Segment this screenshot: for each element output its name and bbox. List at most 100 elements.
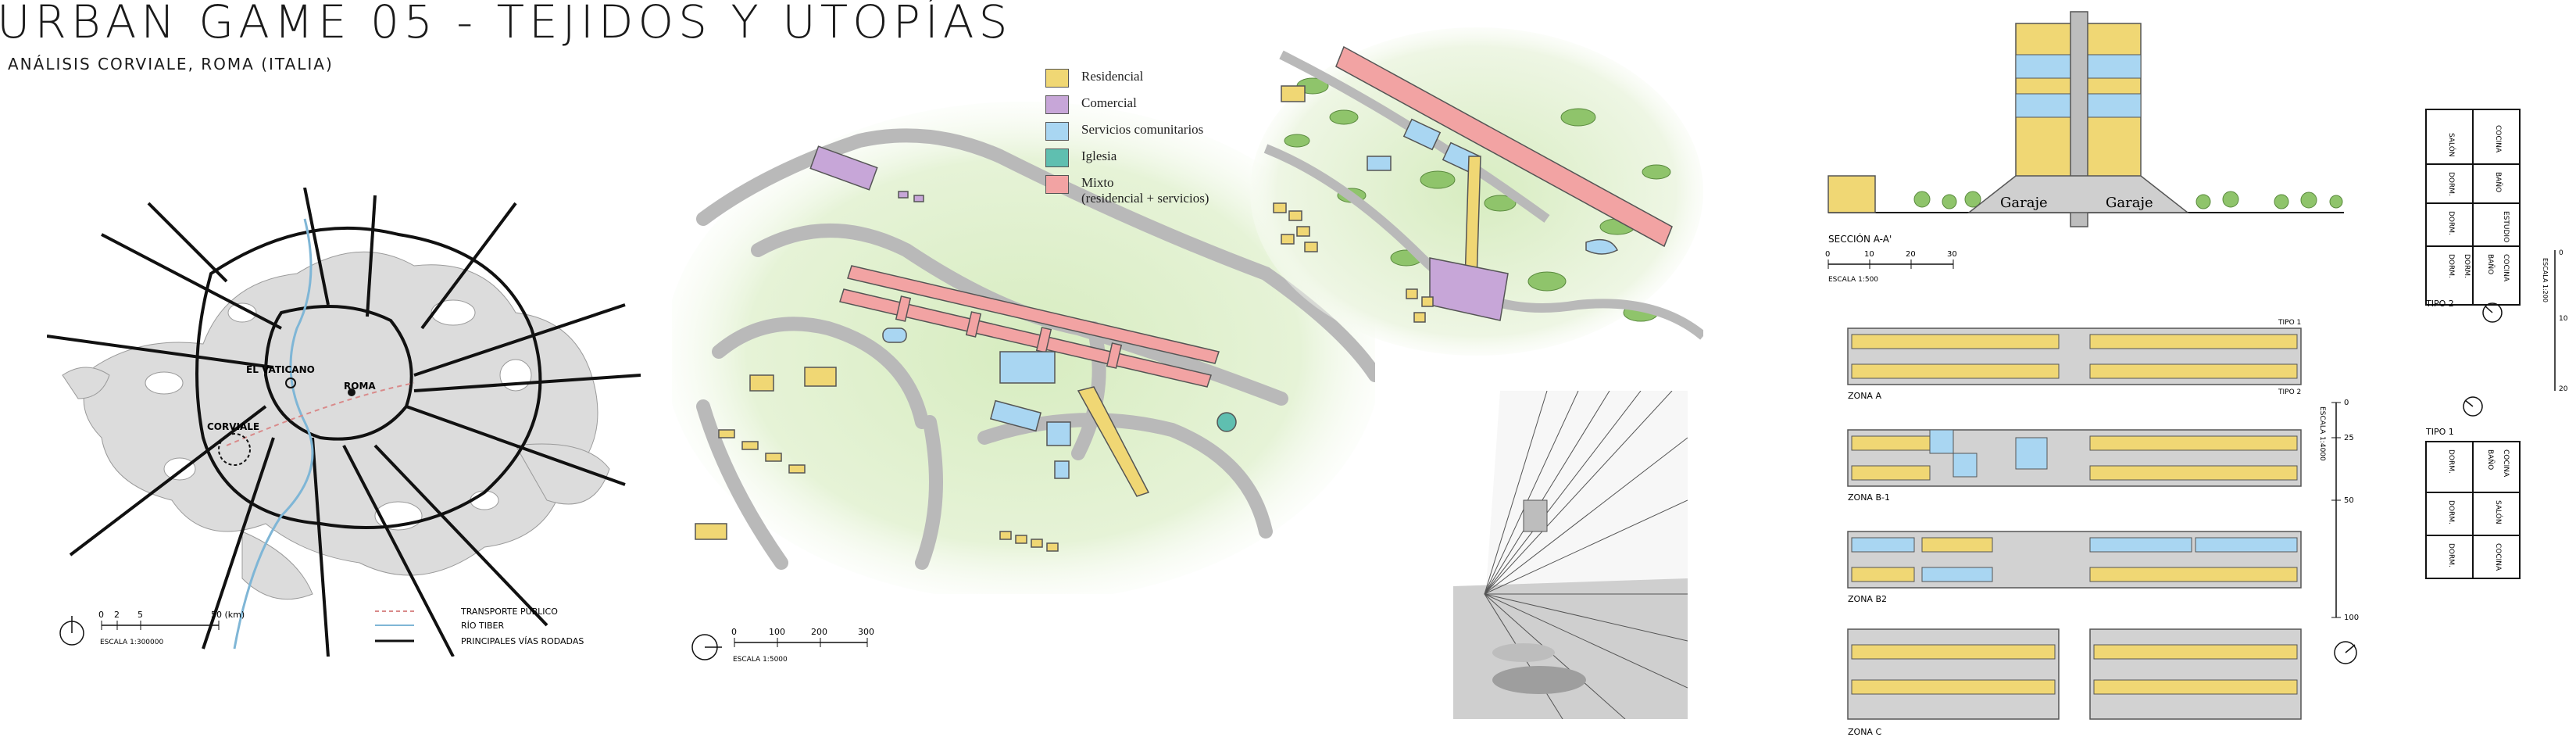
room-label: BAÑO [2486, 254, 2495, 274]
room-label: DORM. [2447, 449, 2455, 474]
north-arrow-icon [59, 616, 84, 646]
scale-tick: 0 [1825, 250, 1830, 259]
comercial-block [1429, 257, 1509, 321]
zone-label: ZONA B-1 [1848, 492, 1890, 503]
zone-b1: ZONA B-1 [1847, 429, 2302, 503]
room-label: COCINA [2502, 449, 2510, 478]
tipo2-rooms: COCINA SALÓN BAÑO DORM. ESTUDIO DORM. BA… [2447, 125, 2510, 282]
legend-transit: TRANSPORTE PÚBLICO [460, 607, 558, 617]
scale-tick: 10 [1864, 250, 1874, 259]
garage-label-left: Garaje [2000, 195, 2048, 211]
mixto-buildings [839, 265, 1220, 388]
tipo-tag: TIPO 1 [2278, 319, 2301, 327]
legend-item: Comercial [1045, 95, 1137, 114]
page-title: URBAN GAME 05 - TEJIDOS Y UTOPÍAS [0, 0, 1013, 48]
scale-tick: 20 [1906, 250, 1916, 259]
legend-label: Mixto [1081, 175, 1114, 190]
north-arrow-icon [2482, 302, 2503, 323]
north-arrow-icon [2463, 396, 2483, 417]
scale-label: ESCALA 1:300000 [100, 639, 163, 646]
comercial-buildings [809, 145, 924, 202]
axonometric-view [1250, 27, 1703, 356]
room-label: DORM. [2447, 543, 2455, 567]
legend-label: Iglesia [1081, 149, 1117, 163]
legend-roads: PRINCIPALES VÍAS RODADAS [461, 636, 584, 646]
scale-tick: 0 [2344, 399, 2349, 407]
room-label: COCINA [2502, 254, 2510, 282]
section-label: SECCIÓN A-A' [1828, 233, 1892, 245]
legend-label: Servicios comunitarios [1081, 122, 1204, 137]
site-plan-scale: 0 100 200 300 ESCALA 1:5000 [691, 627, 874, 664]
tipo2-plan [2425, 109, 2521, 306]
rome-map-scale: 0 2 5 50 (km) ESCALA 1:300000 TRANSPORTE… [59, 607, 584, 646]
scale-label: ESCALA 1:500 [1828, 276, 1878, 284]
room-label: DORM. [2447, 172, 2455, 196]
page-subtitle: ANÁLISIS CORVIALE, ROMA (ITALIA) [8, 55, 334, 73]
trees [1284, 77, 1671, 322]
legend-river: RÍO TIBER [461, 621, 505, 631]
scale-tick: 20 [2559, 385, 2568, 393]
room-label: COCINA [2494, 543, 2502, 571]
tipo1-label: TIPO 1 [2425, 427, 2454, 437]
perspective-sketch [1453, 391, 1688, 719]
scale-tick: 100 [2344, 614, 2359, 622]
room-label: DORM. [2447, 211, 2455, 235]
tipo1-rooms: DORM. BAÑO COCINA DORM. SALÓN COCINA DOR… [2447, 449, 2510, 571]
room-label: DORM. [2447, 254, 2455, 278]
scale-tick: 100 [769, 627, 785, 637]
scale-label: ESCALA 1:200 [2542, 258, 2549, 302]
zone-plans: ZONA A TIPO 1 TIPO 2 ZONA B-1 ZONA B2 ZO… [1847, 319, 2359, 737]
scale-tick: 0 [98, 610, 104, 620]
north-arrow-icon [2334, 641, 2357, 664]
north-arrow-icon [691, 634, 722, 660]
zone-b2: ZONA B2 [1847, 531, 2302, 604]
tower-section [1967, 11, 2190, 227]
section-drawing: Garaje Garaje SECCIÓN A-A' 0 10 20 30 ES… [1825, 11, 2344, 284]
room-label: BAÑO [2486, 449, 2495, 470]
legend-item: Servicios comunitarios [1045, 122, 1203, 141]
scale-tick: 50 [2344, 496, 2354, 505]
section-low-building [1827, 175, 1876, 213]
label-vaticano: EL VATICANO [246, 364, 315, 375]
roma-marker [348, 388, 355, 396]
zone-label: ZONA B2 [1848, 594, 1887, 604]
zone-c: ZONA C [1847, 628, 2302, 737]
label-corviale: CORVIALE [207, 421, 259, 432]
vaticano-marker [285, 378, 296, 388]
site-plan [672, 102, 1375, 594]
legend-item: Residencial [1045, 69, 1143, 88]
room-label: ESTUDIO [2502, 211, 2510, 242]
scale-tick: 2 [114, 610, 120, 620]
legend-label-sub: (residencial + servicios) [1081, 191, 1209, 206]
legend-item: Iglesia [1045, 149, 1117, 167]
zone-label: ZONA C [1848, 727, 1881, 737]
room-label: SALÓN [2447, 133, 2456, 157]
legend-swatch [1045, 122, 1069, 141]
legend-swatch [1045, 95, 1069, 114]
zone-a: ZONA A TIPO 1 TIPO 2 [1847, 319, 2302, 401]
iglesia-building [1217, 412, 1237, 432]
scale-tick: 0 [731, 627, 737, 637]
room-label: SALÓN [2494, 500, 2503, 524]
room-label: COCINA [2494, 125, 2502, 153]
mixto-buildings [1335, 45, 1673, 248]
tipo2-label: TIPO 2 [2425, 299, 2454, 309]
legend-swatch [1045, 69, 1069, 88]
scale-tick: 5 [138, 610, 143, 620]
room-label: DORM. [2463, 254, 2471, 278]
scale-label: ESCALA 1:5000 [733, 656, 788, 664]
label-roma: ROMA [344, 381, 376, 392]
legend-swatch [1045, 175, 1069, 194]
room-label: DORM. [2447, 500, 2455, 524]
servicios-buildings [882, 327, 1071, 479]
residencial-buildings [1273, 85, 1434, 323]
scale-tick: 200 [811, 627, 827, 637]
trees [1913, 191, 2343, 209]
scale-tick: 30 [1947, 250, 1957, 259]
scale-tick: 0 [2559, 249, 2563, 257]
rome-map: EL VATICANO ROMA CORVIALE [47, 188, 641, 657]
corviale-marker [218, 433, 251, 466]
tipo1-plan [2425, 441, 2521, 579]
river-tiber [233, 218, 314, 650]
scale-tick: 50 (km) [211, 610, 245, 620]
